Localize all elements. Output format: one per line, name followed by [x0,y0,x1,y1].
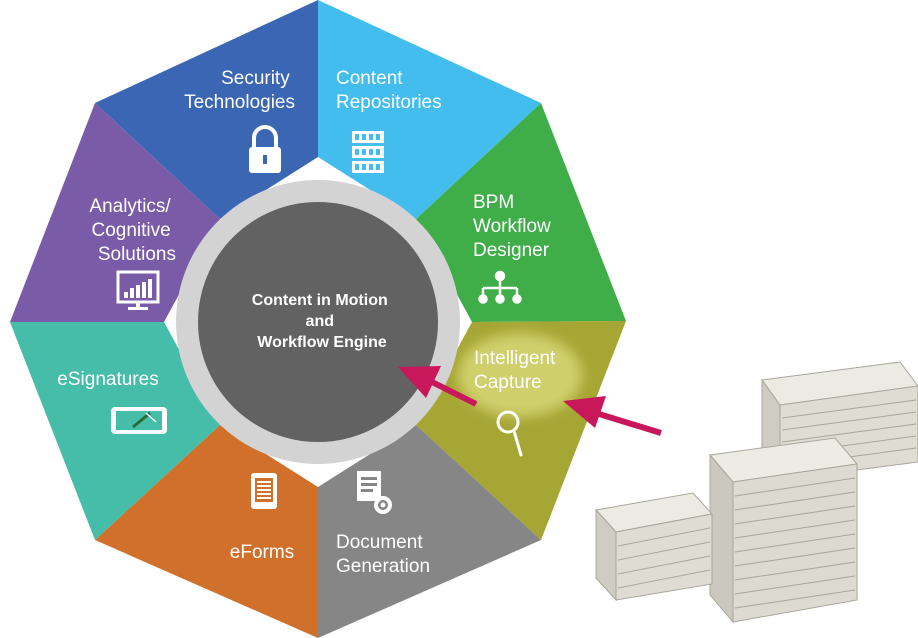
magnifier-icon [496,410,523,457]
paper-stack-front [595,492,713,602]
lock-icon [249,125,281,173]
center-label-line: Content in Motion [252,292,388,309]
center-label: Content in Motion and Workflow Engine [252,292,392,351]
capture-to-hub-arrow [398,366,478,407]
center-hub[interactable] [198,202,438,442]
analytics-label: Analytics/ Cognitive Solutions [89,196,176,265]
center-label-line: and [306,313,334,330]
org-chart-icon [478,270,522,304]
signature-tablet-icon [111,407,167,434]
documents-to-capture-arrow [563,396,662,436]
esignatures-label: eSignatures [57,369,158,390]
chart-monitor-icon [116,270,160,310]
capture-label: Intelligent Capture [474,348,561,393]
server-rack-icon [352,131,384,173]
capture-glow [458,333,582,417]
repositories-label: Content Repositories [336,68,442,113]
docgen-label: Document Generation [336,532,430,577]
bpm-label: BPM Workflow Designer [473,192,556,261]
eforms-label: eForms [230,542,294,563]
segment-analytics[interactable] [10,103,220,322]
security-label: Security Technologies [184,68,295,113]
form-tablet-icon [251,473,277,509]
document-gear-icon [357,471,392,514]
paper-stacks-illustration [595,361,918,624]
segment-bpm-workflow-designer[interactable] [416,103,626,322]
center-label-line: Workflow Engine [257,334,387,351]
paper-stack-tall [709,437,858,624]
